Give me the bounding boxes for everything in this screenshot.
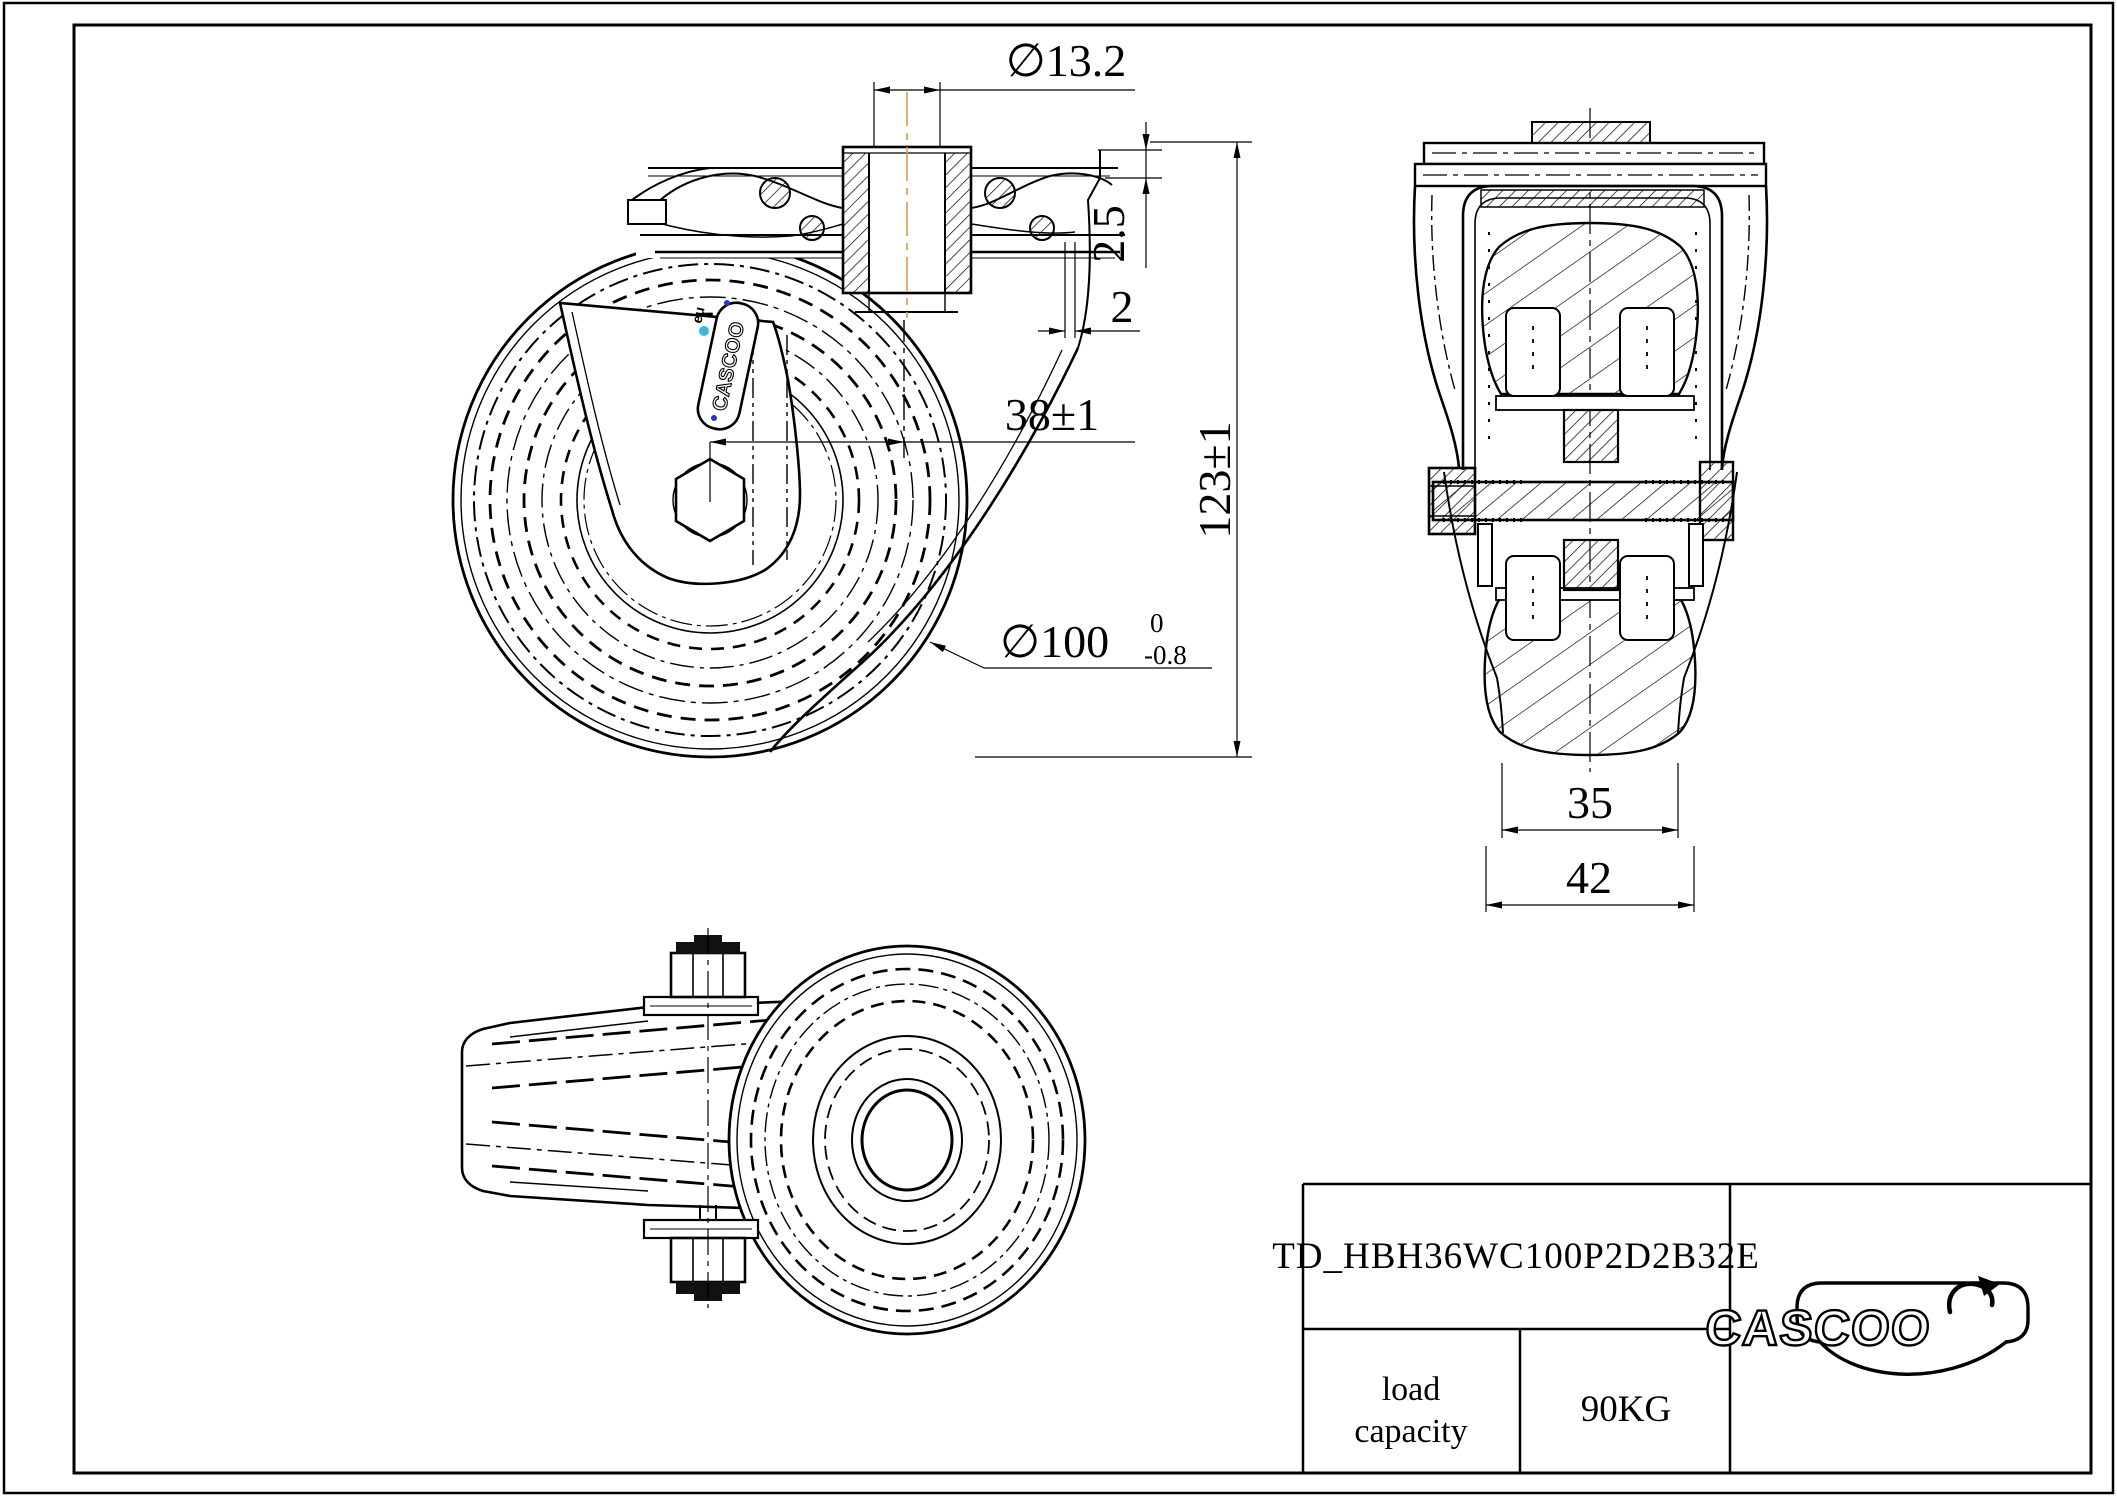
fork-blade [558, 301, 802, 586]
dim-hub-width: 42 [1485, 846, 1695, 912]
fork-brand-badge: CASCOO eu [689, 300, 760, 431]
side-view: CASCOO eu [451, 92, 1128, 759]
dim-bolt-hole: ∅13.2 [873, 35, 1135, 147]
dim-text-tread-width: 35 [1567, 777, 1613, 828]
axle-bolt [1427, 460, 1735, 542]
dim-text-hub-width: 42 [1566, 852, 1612, 903]
dimensions-layer: ∅13.2 2.5 2 38±1 [709, 35, 1695, 912]
mount-plate-section [627, 92, 1128, 349]
dim-text-wheel-tol-lower: -0.8 [1144, 640, 1187, 670]
badge-dot-blue-icon [711, 415, 717, 421]
load-capacity-label-line2: capacity [1354, 1413, 1467, 1450]
load-capacity-label-line1: load [1382, 1371, 1441, 1408]
bolt-top-hex [642, 935, 760, 1017]
front-section-view [1412, 108, 1769, 772]
badge-dot-cyan-icon [699, 326, 709, 336]
cascoo-logo-text: CASCOO [1703, 1300, 1932, 1356]
part-number-text: TD_HBH36WC100P2D2B32E [1272, 1236, 1760, 1277]
eu-mark-text: eu [689, 305, 708, 324]
load-capacity-value: 90KG [1581, 1389, 1671, 1430]
bolt-bottom-hex [642, 1218, 760, 1301]
title-block: TD_HBH36WC100P2D2B32E load capacity 90KG [1272, 1182, 2091, 1473]
dim-text-wheel-diameter: ∅100 [1000, 616, 1109, 667]
dim-swivel-offset: 38±1 [709, 320, 1135, 502]
bottom-view [460, 928, 1087, 1336]
dim-text-bolt-hole: ∅13.2 [1006, 35, 1127, 86]
fork-rear-sweep [768, 347, 1080, 753]
dim-text-flange: 2 [1111, 281, 1134, 332]
dim-wheel-diameter: ∅100 0 -0.8 [929, 608, 1212, 670]
cascoo-logo: CASCOO [1702, 1276, 2030, 1376]
dim-tread-width: 35 [1501, 763, 1679, 838]
wheel-bottom-view [727, 944, 1087, 1336]
dim-plate-thickness: 2.5 [1083, 122, 1162, 268]
dim-text-wheel-tol-upper: 0 [1150, 608, 1164, 638]
dim-text-total-height: 123±1 [1189, 421, 1240, 538]
dim-total-height: 123±1 [975, 141, 1252, 758]
badge-dot-blue2-icon [724, 300, 730, 306]
dim-flange: 2 [1038, 242, 1140, 338]
dim-text-plate-thickness: 2.5 [1083, 205, 1134, 263]
dim-text-swivel-offset: 38±1 [1005, 389, 1099, 440]
swivel-arrow-icon [1946, 1276, 2000, 1315]
